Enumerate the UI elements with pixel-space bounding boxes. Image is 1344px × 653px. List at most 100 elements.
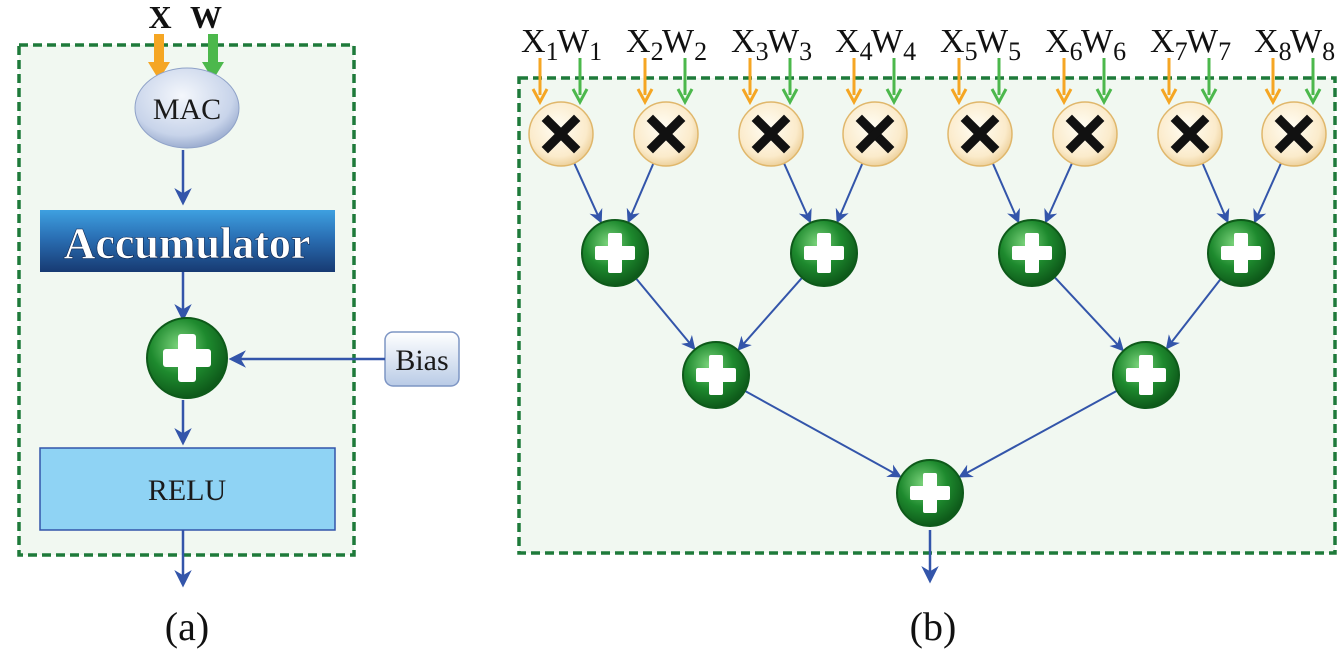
- adder-node: [790, 219, 858, 287]
- tree-edge: [744, 390, 902, 478]
- x-subscript: 2: [651, 37, 664, 66]
- multiply-node: [738, 101, 804, 167]
- w-input-arrow: [676, 58, 694, 106]
- plus-icon: [804, 233, 844, 273]
- x-subscript: 8: [1279, 37, 1292, 66]
- x-input-arrow: [636, 58, 654, 106]
- plus-icon: [163, 334, 211, 382]
- mac-node: [134, 67, 240, 149]
- adder-nodes: [581, 219, 1275, 527]
- multiply-icon: [855, 114, 895, 154]
- adder-node: [1112, 341, 1180, 409]
- input-w-label: W: [190, 0, 222, 35]
- w-input-arrow: [1095, 58, 1113, 106]
- multiply-node: [947, 101, 1013, 167]
- adder-node: [682, 341, 750, 409]
- x-input-arrow: [531, 58, 549, 106]
- w-input-arrow: [990, 58, 1008, 106]
- multiply-node: [528, 101, 594, 167]
- tree-edge: [1201, 163, 1230, 224]
- tree-edge: [1253, 162, 1282, 224]
- tree-edge: [991, 162, 1020, 224]
- x-subscript: 3: [756, 37, 769, 66]
- w-subscript: 7: [1218, 37, 1231, 66]
- x-subscript: 5: [965, 37, 978, 66]
- tree-edge: [626, 163, 655, 224]
- tree-edge: [1053, 276, 1125, 352]
- x-input-arrow: [1055, 58, 1073, 106]
- multiply-node: [1157, 101, 1223, 167]
- multiply-icon: [646, 114, 686, 154]
- multiply-icon: [1065, 114, 1105, 154]
- w-subscript: 8: [1322, 37, 1335, 66]
- mac-label: MAC: [153, 93, 221, 126]
- plus-icon: [1012, 233, 1052, 273]
- relu-block: [39, 447, 336, 531]
- w-input-arrow: [885, 58, 903, 106]
- bias-label: Bias: [395, 344, 448, 377]
- w-subscript: 2: [694, 37, 707, 66]
- caption-a: (a): [165, 604, 209, 649]
- adder-node: [998, 219, 1066, 287]
- w-input-arrow: [1304, 58, 1322, 106]
- w-subscript: 6: [1113, 37, 1126, 66]
- tree-edge: [573, 162, 603, 224]
- tree-edge: [958, 389, 1118, 478]
- accumulator-block: [40, 210, 335, 272]
- tree-edges: [573, 162, 1282, 478]
- plus-icon: [1221, 233, 1261, 273]
- x-input-arrow: [1160, 58, 1178, 106]
- multiply-icon: [751, 114, 791, 154]
- adder-node: [581, 219, 649, 287]
- w-subscript: 1: [589, 37, 602, 66]
- x-input-arrow: [845, 58, 863, 106]
- w-input-arrow: [1200, 58, 1218, 106]
- multiply-icon: [541, 114, 581, 154]
- adder-node: [1207, 219, 1275, 287]
- x-subscript: 7: [1175, 37, 1188, 66]
- tree-edge: [835, 163, 864, 224]
- input-w-arrow: [202, 34, 224, 80]
- bias-adder-node: [146, 317, 228, 399]
- plus-icon: [1126, 355, 1166, 395]
- input-x-arrow: [148, 34, 170, 80]
- accumulator-label: Accumulator: [64, 219, 311, 268]
- multiply-icon: [1274, 114, 1314, 154]
- x-input-arrow: [950, 58, 968, 106]
- tree-edge: [1165, 278, 1222, 350]
- tree-edge: [1044, 162, 1073, 224]
- input-arrows: [531, 58, 1322, 106]
- plus-icon: [910, 473, 950, 513]
- w-input-arrow: [781, 58, 799, 106]
- multiply-icon: [1170, 114, 1210, 154]
- caption-b: (b): [910, 604, 957, 649]
- relu-label: RELU: [148, 474, 227, 507]
- multiply-icon: [960, 114, 1000, 154]
- multiply-nodes: [528, 101, 1327, 167]
- x-input-arrow: [741, 58, 759, 106]
- multiply-node: [1052, 101, 1118, 167]
- panel-a: X W MAC Accumulator: [17, 0, 460, 649]
- x-subscript: 6: [1070, 37, 1083, 66]
- w-subscript: 5: [1008, 37, 1021, 66]
- input-x-label: X: [148, 0, 171, 35]
- plus-icon: [595, 233, 635, 273]
- adder-node: [896, 459, 964, 527]
- plus-icon: [696, 355, 736, 395]
- x-subscript: 4: [860, 37, 873, 66]
- tree-edge: [635, 277, 696, 351]
- multiply-node: [633, 101, 699, 167]
- x-input-arrow: [1264, 58, 1282, 106]
- w-subscript: 3: [799, 37, 812, 66]
- multiply-node: [842, 101, 908, 167]
